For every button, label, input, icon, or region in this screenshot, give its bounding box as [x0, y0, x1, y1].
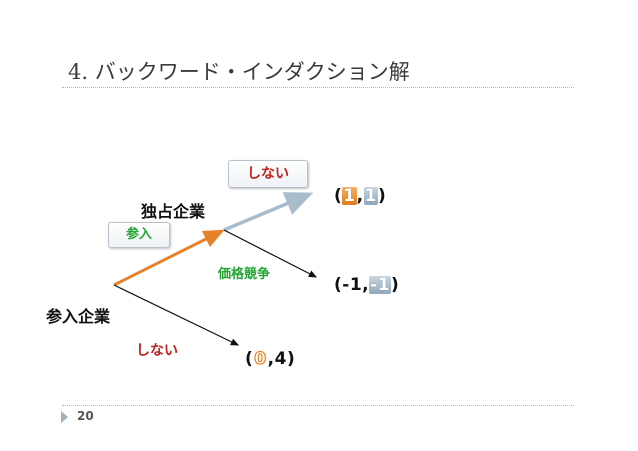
page-number: 20 [77, 409, 94, 423]
title-divider [62, 87, 574, 88]
entrant-node-label: 参入企業 [46, 307, 111, 326]
payoff-entrant-value: 0 [254, 349, 267, 369]
payoff-incumbent-value: 4 [274, 349, 287, 369]
payoff-incumbent-value: -1 [369, 275, 392, 295]
incumbent-node-label: 独占企業 [141, 202, 206, 221]
footer-divider [62, 405, 574, 406]
payoff-open: ( [334, 186, 343, 206]
branch-compete-arrow [223, 229, 318, 278]
payoff-compete: (-1,-1) [334, 275, 399, 295]
payoff-separator: , [267, 349, 275, 369]
not-enter-branch-label: しない [136, 343, 178, 359]
branch-not-enter-arrow [113, 284, 240, 346]
compete-branch-label: 価格競争 [218, 267, 271, 282]
payoff-separator: , [362, 275, 370, 295]
payoff-separator: , [356, 186, 364, 206]
payoff-incumbent-value: 1 [363, 186, 378, 206]
branch-enter-arrow [113, 229, 225, 287]
payoff-entrant-value: 1 [342, 186, 357, 206]
enter-branch-label: 参入 [108, 222, 170, 248]
payoff-close: ) [377, 186, 387, 206]
payoff-not-enter: (0,4) [245, 349, 295, 369]
triangle-right-icon [61, 411, 68, 423]
payoff-entrant-value: 1 [349, 275, 363, 295]
payoff-close: ) [391, 275, 400, 295]
payoff-open: ( [245, 349, 254, 369]
slide-title: 4. バックワード・インダクション解 [68, 60, 410, 84]
not-compete-branch-label: しない [228, 160, 308, 188]
payoff-open: (- [334, 275, 350, 295]
payoff-not-compete: (1,1) [334, 186, 386, 206]
branch-not-compete-arrow [223, 192, 314, 232]
payoff-close: ) [286, 349, 296, 369]
